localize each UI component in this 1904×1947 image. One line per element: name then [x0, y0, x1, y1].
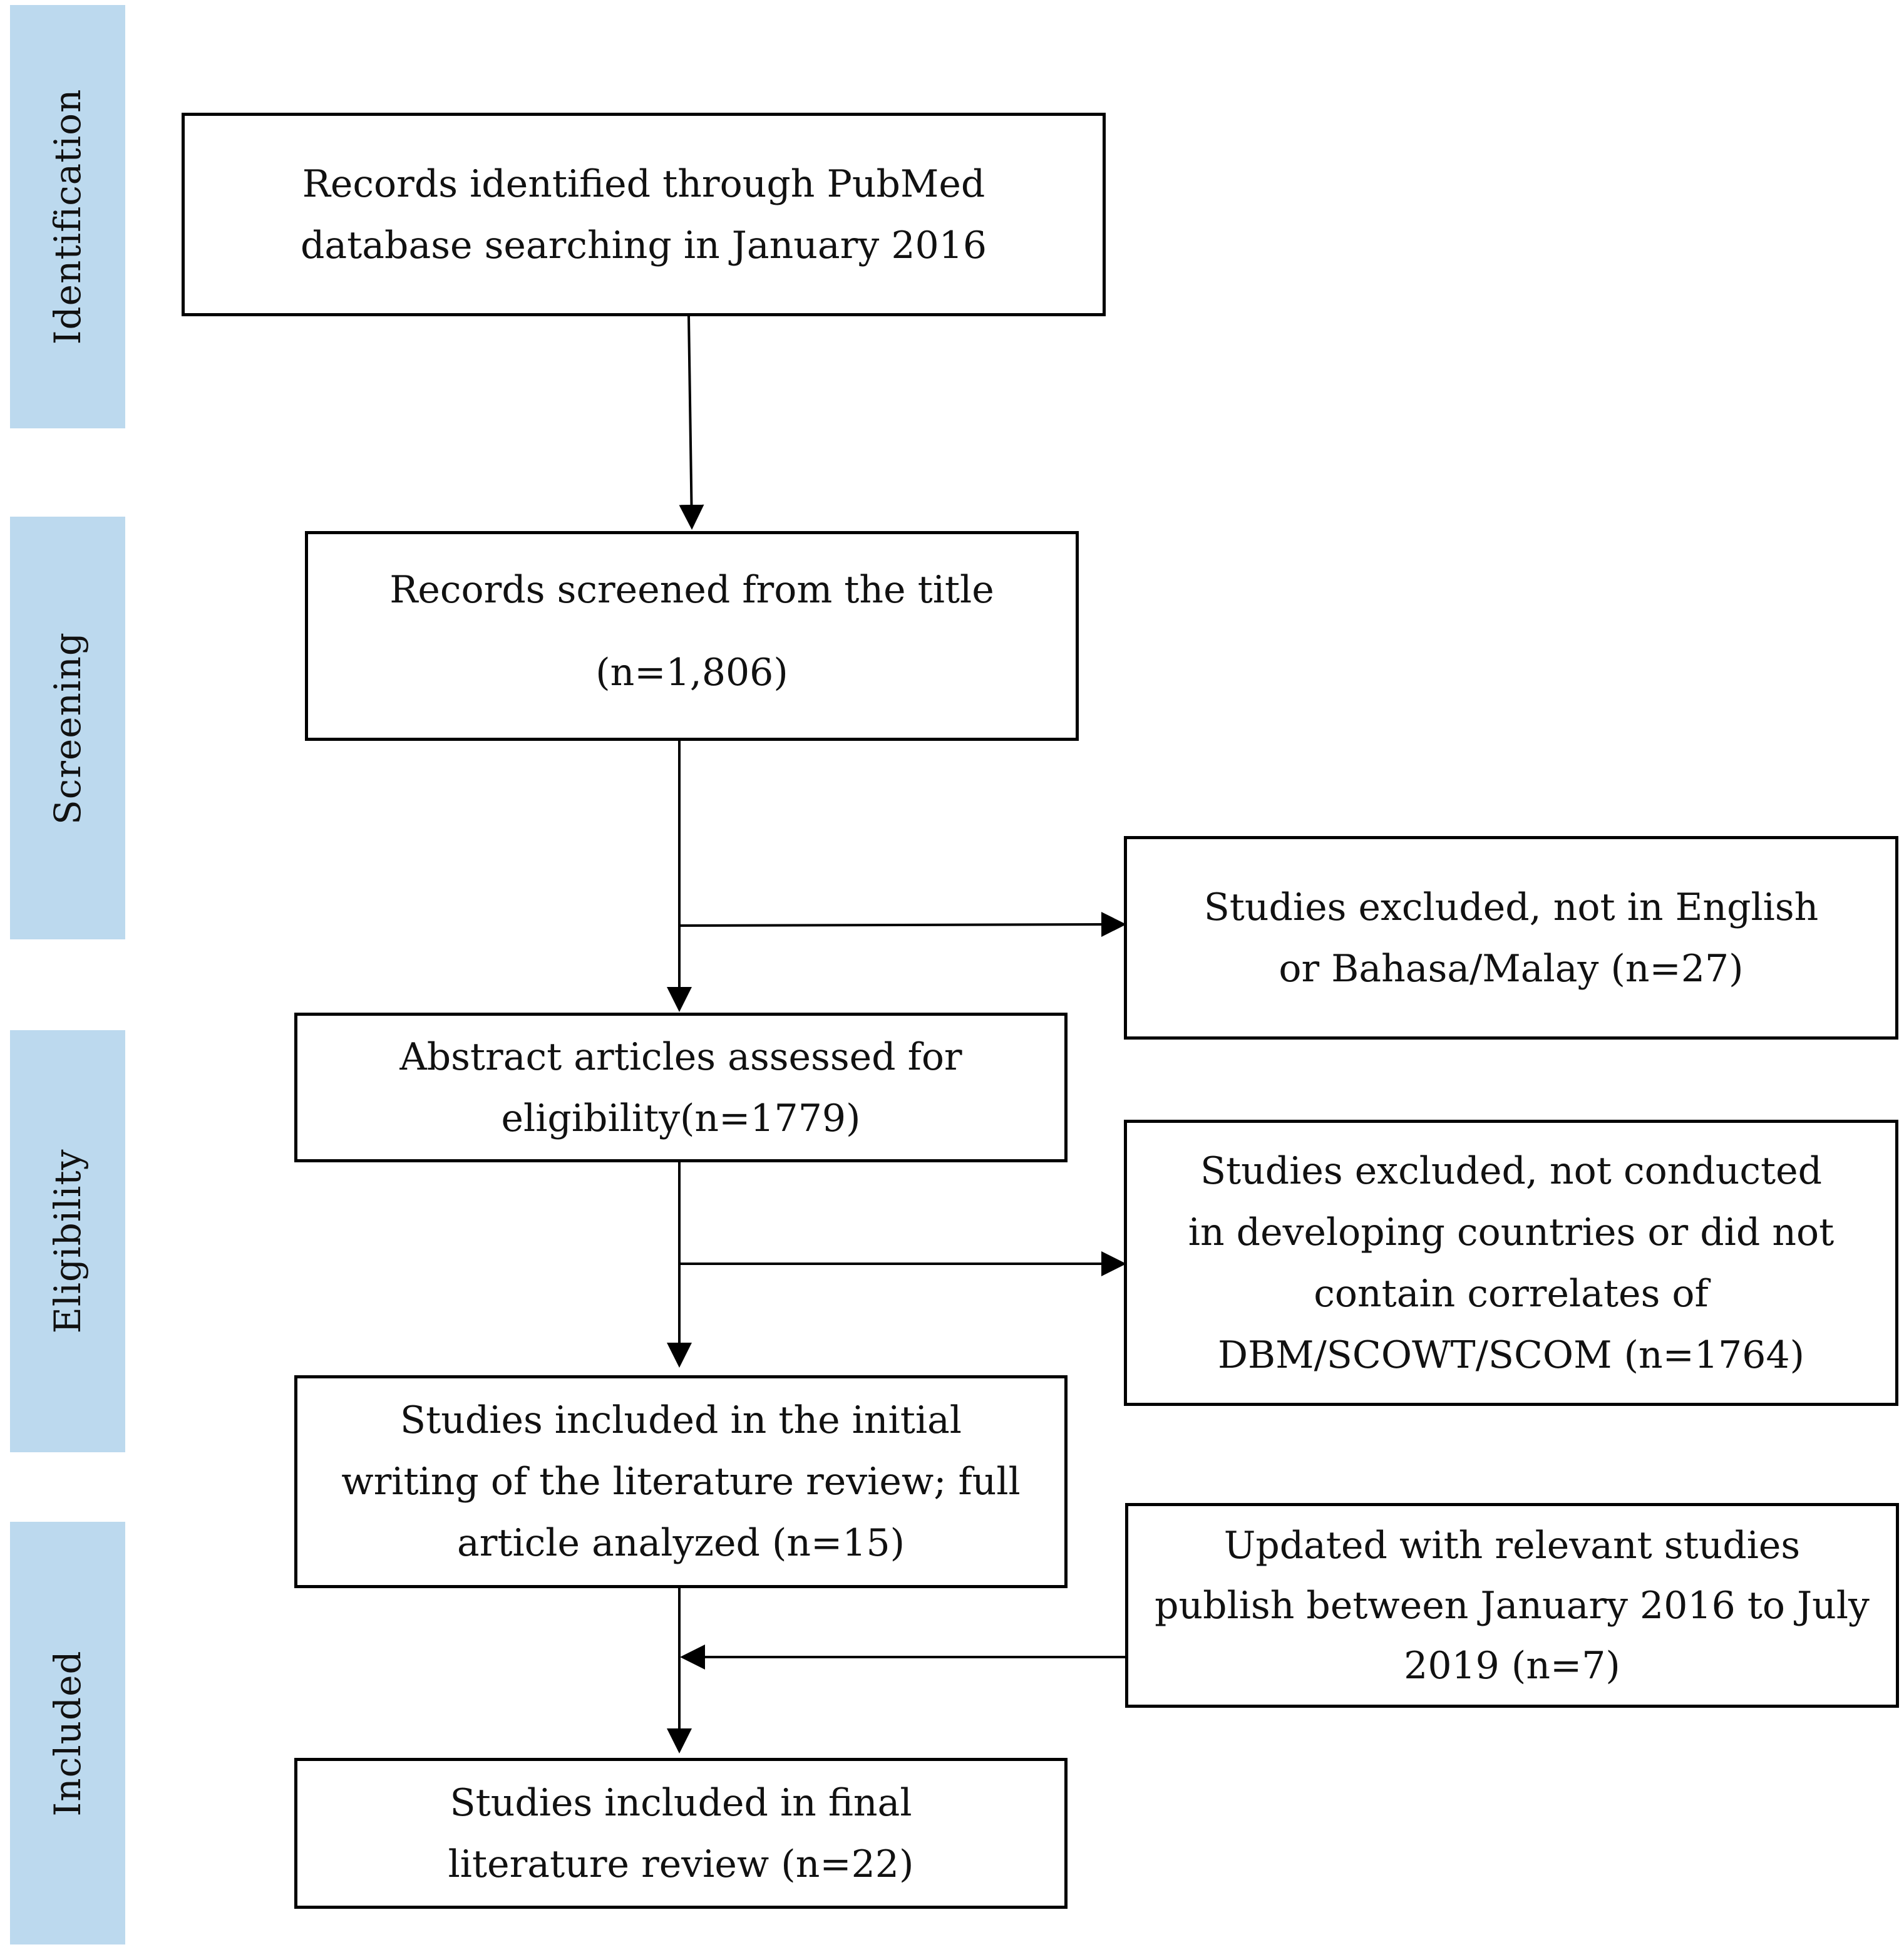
stage-identification: Identification	[10, 5, 125, 428]
box-abstract-assessed: Abstract articles assessed for eligibili…	[294, 1013, 1068, 1162]
arrow-identified-to-screened	[679, 316, 704, 530]
updated-studies-text: Updated with relevant studies publish be…	[1155, 1523, 1870, 1688]
initial-included-text: Studies included in the initial writing …	[341, 1398, 1021, 1565]
box-updated-studies: Updated with relevant studies publish be…	[1125, 1503, 1899, 1708]
stage-label-identification: Identification	[46, 88, 89, 345]
stage-included: Included	[10, 1522, 125, 1944]
abstract-assessed-text: Abstract articles assessed for eligibili…	[399, 1035, 962, 1140]
box-records-screened: Records screened from the title (n=1,806…	[305, 531, 1079, 741]
box-excluded-language: Studies excluded, not in English or Baha…	[1124, 836, 1898, 1040]
box-initial-included: Studies included in the initial writing …	[294, 1375, 1068, 1588]
stage-label-included: Included	[46, 1650, 89, 1817]
excluded-language-text: Studies excluded, not in English or Baha…	[1203, 885, 1819, 991]
stage-label-eligibility: Eligibility	[46, 1149, 89, 1334]
box-final-included: Studies included in final literature rev…	[294, 1758, 1068, 1909]
stage-label-screening: Screening	[46, 631, 89, 825]
final-included-text: Studies included in final literature rev…	[448, 1780, 914, 1886]
stage-eligibility: Eligibility	[10, 1030, 125, 1452]
stage-screening: Screening	[10, 517, 125, 939]
box-records-identified: Records identified through PubMed databa…	[182, 113, 1106, 316]
arrow-to-excluded-language	[679, 912, 1126, 937]
excluded-country-text: Studies excluded, not conducted in devel…	[1188, 1149, 1835, 1377]
records-identified-text: Records identified through PubMed databa…	[300, 162, 987, 267]
box-excluded-country: Studies excluded, not conducted in devel…	[1124, 1120, 1898, 1406]
records-screened-count: (n=1,806)	[595, 651, 788, 695]
records-screened-title: Records screened from the title	[389, 568, 994, 612]
